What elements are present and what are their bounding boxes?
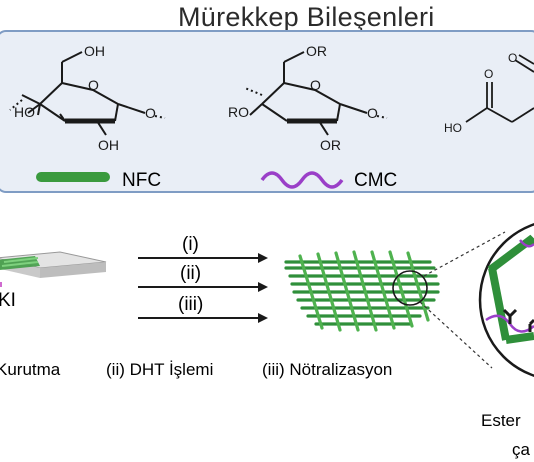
cmc-ring-o: O bbox=[310, 77, 321, 93]
citric-ho: HO bbox=[444, 121, 462, 135]
citric-acid-fragment bbox=[465, 54, 534, 123]
dht-label: (ii) DHT İşlemi bbox=[106, 360, 213, 379]
diagram-title: Mürekkep Bileşenleri bbox=[178, 2, 435, 32]
process-arrows bbox=[138, 253, 268, 323]
cmc-legend-wave bbox=[260, 171, 344, 189]
zoom-line-bottom bbox=[419, 301, 493, 369]
nfc-top-oh: OH bbox=[84, 43, 105, 59]
nfc-glycosidic-o: O bbox=[145, 105, 156, 121]
cmc-glycosidic-o: O bbox=[367, 105, 378, 121]
nfc-legend-bar bbox=[36, 172, 110, 182]
neutralization-label: (iii) Nötralizasyon bbox=[262, 360, 392, 379]
nfc-ring-o: O bbox=[88, 77, 99, 93]
cmc-left-ro: RO bbox=[228, 104, 249, 120]
cmc-legend-label: CMC bbox=[354, 170, 397, 191]
nfc-legend-label: NFC bbox=[122, 170, 161, 191]
citric-carbonyl-o: O bbox=[484, 67, 493, 81]
citric-right-o: O bbox=[508, 51, 517, 65]
ester-label: Ester bbox=[481, 411, 521, 430]
ca-label: ça bbox=[512, 440, 531, 459]
drying-label: Kurutma bbox=[0, 360, 61, 379]
cmc-bottom-or: OR bbox=[320, 137, 341, 153]
step-ii-label: (ii) bbox=[180, 263, 201, 284]
step-iii-label: (iii) bbox=[178, 294, 203, 315]
substrate-plate bbox=[0, 251, 107, 287]
cmc-top-or: OR bbox=[306, 43, 327, 59]
cmc-molecule bbox=[244, 51, 388, 136]
substrate-label: KI bbox=[0, 290, 16, 311]
zoom-detail bbox=[478, 223, 534, 377]
zoom-circle-small bbox=[392, 270, 428, 306]
step-i-label: (i) bbox=[182, 234, 199, 255]
nfc-left-ho: HO bbox=[14, 104, 35, 120]
nfc-molecule bbox=[9, 51, 166, 136]
ink-components-panel bbox=[0, 30, 534, 193]
printed-scaffold bbox=[284, 250, 440, 332]
nfc-bottom-oh: OH bbox=[98, 137, 119, 153]
